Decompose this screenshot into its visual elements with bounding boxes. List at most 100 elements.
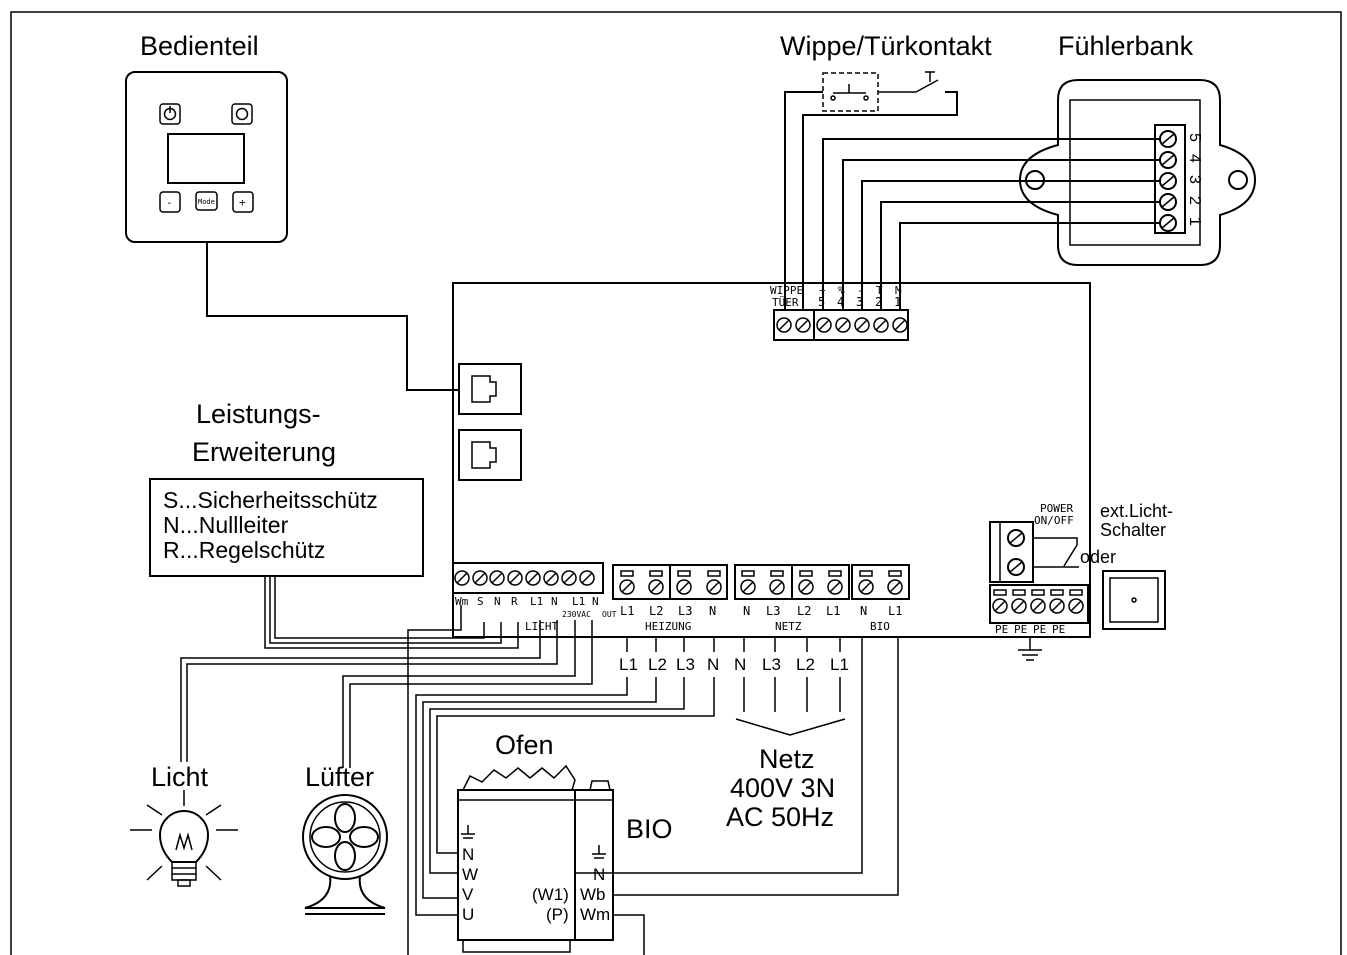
netz-wire-n: N xyxy=(734,655,746,674)
wippe-terminal xyxy=(773,309,815,341)
legend-s: S...Sicherheitsschütz xyxy=(163,487,378,513)
heater: Ofen BIO N W V U N Wb Wm (W1) (P) xyxy=(457,730,673,953)
lamp-icon xyxy=(235,107,249,121)
heiz-pin-n: N xyxy=(709,604,716,618)
pe-4: PE xyxy=(1052,623,1065,636)
pe-screws-screw-0 xyxy=(992,598,1008,614)
ext-switch-label-1: ext.Licht- xyxy=(1100,501,1173,521)
licht-screws-screw-7 xyxy=(579,570,595,586)
panel-cable xyxy=(206,243,460,391)
fan-title: Lüfter xyxy=(305,762,374,792)
netz-screws-screw-2 xyxy=(798,579,814,595)
bio-unit xyxy=(574,789,614,941)
heizung-screws-screw-2 xyxy=(676,579,692,595)
heiz-pin-l1: L1 xyxy=(620,604,634,618)
mains-frequency: AC 50Hz xyxy=(726,802,834,832)
heiz-wire-l1: L1 xyxy=(619,655,638,674)
pe-2: PE xyxy=(1014,623,1027,636)
licht-screws-screw-2 xyxy=(489,570,505,586)
top-screws-screw-5 xyxy=(873,317,889,333)
pin-l1b: L1 xyxy=(572,595,585,608)
pin-n2: N xyxy=(551,595,558,608)
door-switch-title: Wippe/Türkontakt xyxy=(780,31,992,61)
sign-plus: + xyxy=(819,284,826,297)
sign-pct: % xyxy=(838,284,845,297)
licht-group-label: LICHT xyxy=(525,620,558,633)
pe-screws-screw-2 xyxy=(1030,598,1046,614)
netz-screws-screw-1 xyxy=(769,579,785,595)
pe-1: PE xyxy=(995,623,1008,636)
sign-minus: - xyxy=(857,284,864,297)
heater-title: Ofen xyxy=(495,730,554,760)
door-contact-icon xyxy=(915,79,939,93)
control-panel: Bedienteil - Mode + xyxy=(125,31,288,243)
pe-3: PE xyxy=(1033,623,1046,636)
plus-label: + xyxy=(239,196,246,209)
licht-terminal-block xyxy=(452,562,604,594)
sensor-num-1: 1 xyxy=(1186,217,1203,226)
wippe-head: WIPPE xyxy=(770,284,803,297)
rj-socket-2 xyxy=(458,429,522,481)
top-screws-screw-6 xyxy=(892,317,908,333)
power-label-2: ON/OFF xyxy=(1034,514,1074,527)
power-ext-title-2: Erweiterung xyxy=(192,437,336,467)
bio-title: BIO xyxy=(626,814,673,844)
sensor-num-3: 3 xyxy=(1186,175,1203,184)
bio-group-label: BIO xyxy=(870,620,890,633)
note-w1: (W1) xyxy=(532,885,569,904)
licht-screws-screw-4 xyxy=(525,570,541,586)
sauna-stones-icon xyxy=(462,764,576,791)
bio-term-n: N xyxy=(593,865,605,884)
mains-supply: Netz 400V 3N AC 50Hz xyxy=(726,744,835,832)
lamp: Licht xyxy=(130,762,238,887)
heiz-pin-l3: L3 xyxy=(678,604,692,618)
top-screws-screw-3 xyxy=(835,317,851,333)
netz-pin-n: N xyxy=(743,604,750,618)
power-label-1: POWER xyxy=(1040,502,1073,515)
rocker-switch-box xyxy=(822,72,879,112)
sign-m: M xyxy=(895,284,902,297)
sensor-housing xyxy=(1018,79,1257,266)
power-ext-title-1: Leistungs- xyxy=(196,399,321,429)
sensor-bank-title: Fühlerbank xyxy=(1058,31,1194,61)
minus-label: - xyxy=(166,196,173,209)
legend-box xyxy=(149,478,424,577)
sensor-num-2: 2 xyxy=(1186,196,1203,205)
pin-s: S xyxy=(477,595,484,608)
diagram-frame xyxy=(10,11,1342,955)
mode-label: Mode xyxy=(198,198,215,206)
netz-screws-screw-3 xyxy=(827,579,843,595)
licht-screws-screw-5 xyxy=(543,570,559,586)
ext-light-switch xyxy=(1102,570,1166,630)
ofen-term-w: W xyxy=(462,865,478,884)
minus-button xyxy=(159,191,181,213)
tuer-head: TÜER xyxy=(772,296,799,309)
heizung-group-label: HEIZUNG xyxy=(645,620,691,633)
light-button xyxy=(231,103,253,125)
top-num-2: 2 xyxy=(875,295,882,309)
netz-pin-l2: L2 xyxy=(797,604,811,618)
pin-n: N xyxy=(494,595,501,608)
top-num-4: 4 xyxy=(837,295,844,309)
fan-icon xyxy=(302,794,388,880)
top-screws-screw-2 xyxy=(816,317,832,333)
door-switch: Wippe/Türkontakt xyxy=(780,31,992,310)
netz-group-label: NETZ xyxy=(775,620,802,633)
pe-terminal-block xyxy=(989,584,1089,624)
bio-pin-l1: L1 xyxy=(888,604,902,618)
heiz-pin-l2: L2 xyxy=(649,604,663,618)
sensor-num-4: 4 xyxy=(1186,154,1203,163)
netz-pin-l3: L3 xyxy=(766,604,780,618)
bio-screws-screw-0 xyxy=(858,579,874,595)
pin-l1: L1 xyxy=(530,595,543,608)
fan: Lüfter xyxy=(302,762,388,915)
sensor-terminal-block xyxy=(1154,124,1186,234)
netz-pin-l1: L1 xyxy=(826,604,840,618)
bio-screws-screw-1 xyxy=(887,579,903,595)
ofen-term-u: U xyxy=(462,905,474,924)
heiz-wire-l3: L3 xyxy=(676,655,695,674)
heizung-screws-screw-1 xyxy=(648,579,664,595)
netz-wire-l1: L1 xyxy=(830,655,849,674)
legend-n: N...Nullleiter xyxy=(163,512,289,538)
